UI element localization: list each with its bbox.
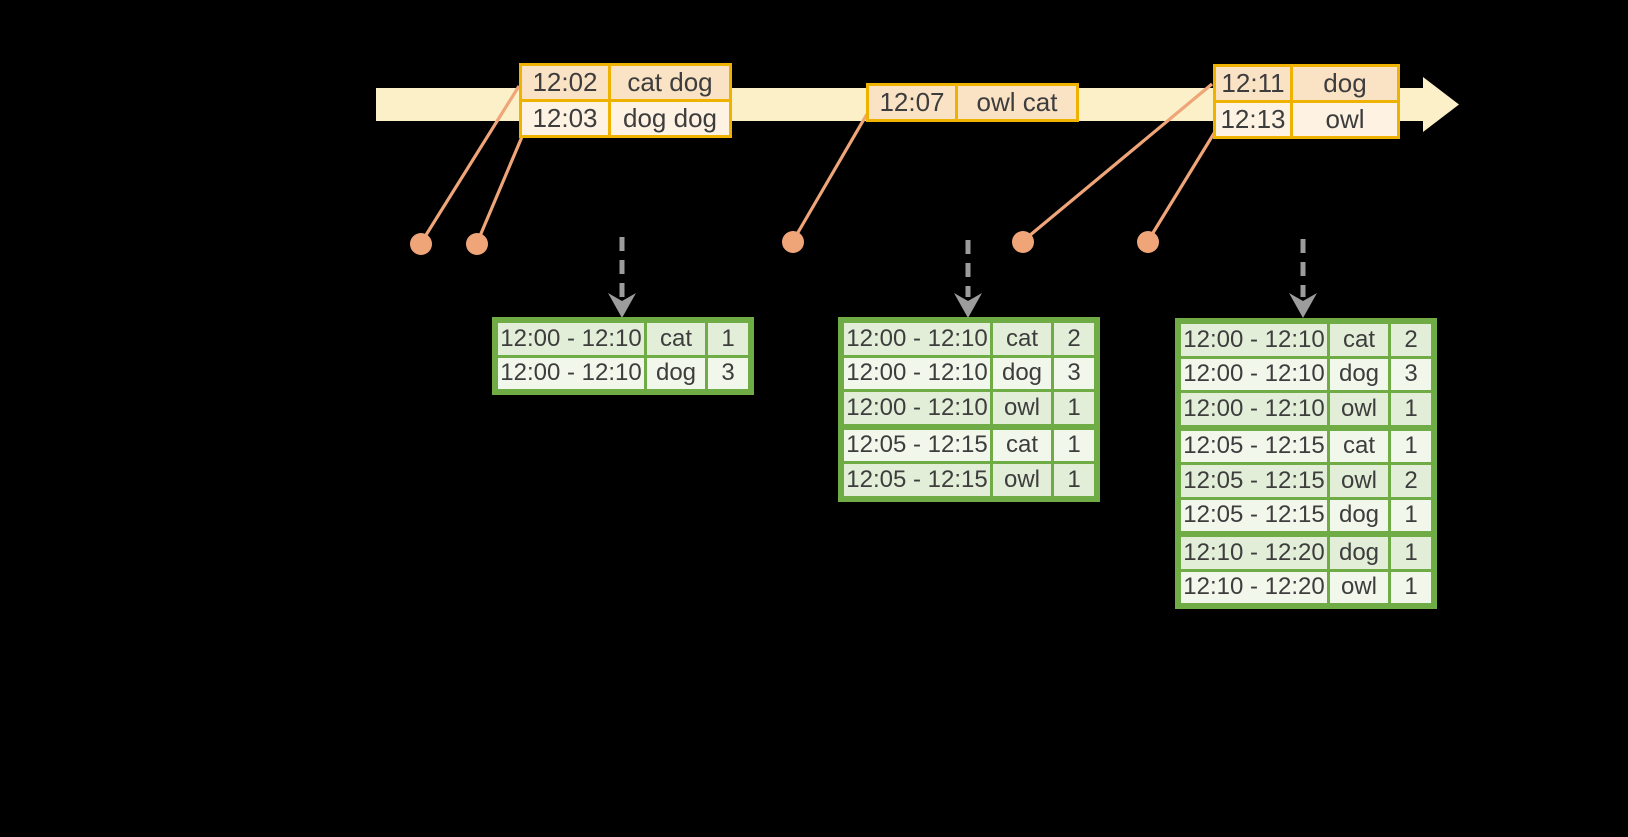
trigger-arrowhead-icon [1289,293,1317,318]
event-time-cell: 12:07 [866,83,958,122]
window-cell: 12:00 - 12:10 [493,318,647,358]
word-cell: owl [1327,568,1391,608]
word-cell: cat [644,318,708,358]
event-dot [782,231,804,253]
result-table-1: 12:00 - 12:10 cat 1 12:00 - 12:10 dog 3 [492,317,754,395]
word-cell: cat [990,423,1054,464]
event-connectors [419,82,1218,244]
count-cell: 1 [1388,390,1436,429]
window-cell: 12:00 - 12:10 [839,354,993,392]
trigger-arrowhead-icon [954,293,982,318]
count-cell: 1 [1388,531,1436,572]
event-row: 12:07 owl cat [866,83,1079,122]
event-table-1207: 12:07 owl cat [866,83,1079,122]
result-row: 12:10 - 12:20 dog 1 [1176,531,1436,572]
result-row: 12:00 - 12:10 dog 3 [839,354,1099,392]
word-cell: dog [1327,355,1391,393]
count-cell: 1 [705,318,753,358]
result-table-3: 12:00 - 12:10 cat 2 12:00 - 12:10 dog 3 … [1175,318,1437,609]
window-cell: 12:10 - 12:20 [1176,568,1330,608]
word-cell: owl [990,461,1054,500]
result-row: 12:00 - 12:10 cat 2 [839,318,1099,358]
connector-line [475,131,526,244]
trigger-arrows [619,237,1306,297]
event-row: 12:03 dog dog [519,99,732,138]
connector-line [1146,129,1218,242]
connector-line [419,85,521,244]
event-dot [466,233,488,255]
event-words-cell: cat dog [608,63,732,102]
window-cell: 12:00 - 12:10 [493,354,647,394]
count-cell: 3 [1051,354,1099,392]
event-table-1202: 12:02 cat dog 12:03 dog dog [519,63,732,138]
event-row: 12:11 dog [1213,64,1400,103]
window-cell: 12:00 - 12:10 [839,389,993,428]
window-cell: 12:00 - 12:10 [1176,355,1330,393]
window-cell: 12:00 - 12:10 [1176,390,1330,429]
result-row: 12:00 - 12:10 cat 2 [1176,319,1436,359]
count-cell: 2 [1388,462,1436,500]
count-cell: 1 [1051,423,1099,464]
result-table-2: 12:00 - 12:10 cat 2 12:00 - 12:10 dog 3 … [838,317,1100,502]
result-row: 12:10 - 12:20 owl 1 [1176,568,1436,608]
trigger-arrowheads [608,293,1317,318]
event-table-1211: 12:11 dog 12:13 owl [1213,64,1400,139]
count-cell: 3 [705,354,753,394]
event-time-cell: 12:03 [519,99,611,138]
window-cell: 12:05 - 12:15 [1176,496,1330,536]
window-cell: 12:05 - 12:15 [1176,462,1330,500]
word-cell: owl [1327,390,1391,429]
connector-line [791,113,869,242]
event-time-cell: 12:11 [1213,64,1293,103]
count-cell: 2 [1051,318,1099,358]
event-words-cell: owl [1290,100,1400,139]
result-row: 12:05 - 12:15 cat 1 [839,423,1099,464]
result-row: 12:00 - 12:10 owl 1 [1176,390,1436,429]
window-cell: 12:10 - 12:20 [1176,531,1330,572]
timeline-arrowhead-icon [1423,77,1459,132]
event-time-cell: 12:02 [519,63,611,102]
result-row: 12:00 - 12:10 cat 1 [493,318,753,358]
window-cell: 12:05 - 12:15 [839,461,993,500]
count-cell: 1 [1388,424,1436,465]
event-time-cell: 12:13 [1213,100,1293,139]
window-cell: 12:00 - 12:10 [1176,319,1330,359]
word-cell: cat [1327,319,1391,359]
word-cell: dog [990,354,1054,392]
event-words-cell: dog [1290,64,1400,103]
count-cell: 2 [1388,319,1436,359]
event-dot [1137,231,1159,253]
word-cell: cat [990,318,1054,358]
count-cell: 1 [1051,461,1099,500]
result-row: 12:05 - 12:15 dog 1 [1176,496,1436,536]
count-cell: 1 [1388,568,1436,608]
event-row: 12:02 cat dog [519,63,732,102]
word-cell: dog [644,354,708,394]
word-cell: cat [1327,424,1391,465]
result-row: 12:05 - 12:15 owl 1 [839,461,1099,500]
window-cell: 12:00 - 12:10 [839,318,993,358]
connector-line [1021,82,1214,243]
count-cell: 1 [1051,389,1099,428]
event-dots [410,231,1159,255]
result-row: 12:00 - 12:10 dog 3 [1176,355,1436,393]
trigger-arrowhead-icon [608,293,636,318]
event-row: 12:13 owl [1213,100,1400,139]
result-row: 12:05 - 12:15 cat 1 [1176,424,1436,465]
word-cell: owl [1327,462,1391,500]
window-cell: 12:05 - 12:15 [1176,424,1330,465]
result-row: 12:00 - 12:10 owl 1 [839,389,1099,428]
word-cell: dog [1327,496,1391,536]
count-cell: 1 [1388,496,1436,536]
word-cell: dog [1327,531,1391,572]
count-cell: 3 [1388,355,1436,393]
event-dot [410,233,432,255]
event-words-cell: dog dog [608,99,732,138]
word-cell: owl [990,389,1054,428]
result-row: 12:00 - 12:10 dog 3 [493,354,753,394]
result-row: 12:05 - 12:15 owl 2 [1176,462,1436,500]
event-dot [1012,231,1034,253]
event-words-cell: owl cat [955,83,1079,122]
window-cell: 12:05 - 12:15 [839,423,993,464]
